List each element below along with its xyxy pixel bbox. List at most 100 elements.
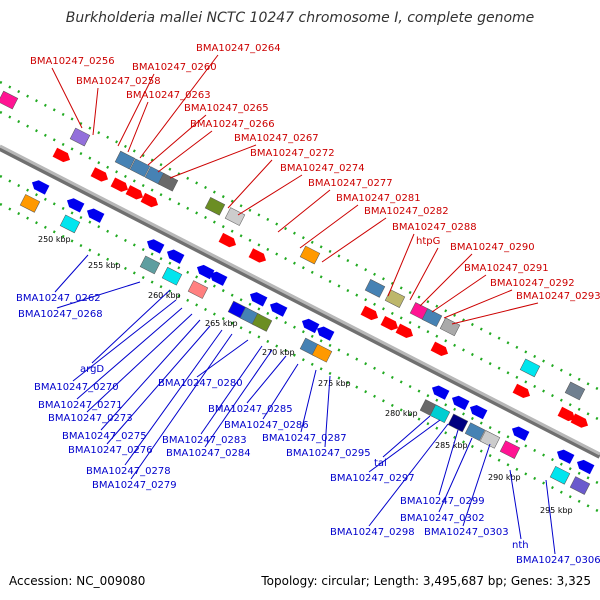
reverse-gene-label: BMA10247_0303 xyxy=(424,527,509,538)
forward-gene-label: htpG xyxy=(416,236,440,247)
reverse-label-leader xyxy=(76,307,183,400)
reverse-gene-label: BMA10247_0298 xyxy=(330,527,415,538)
gene-block xyxy=(251,313,273,332)
reverse-label-leader xyxy=(324,375,331,448)
reverse-label-leader xyxy=(509,469,522,540)
reverse-label-leader xyxy=(545,479,556,555)
reverse-gene-label: BMA10247_0280 xyxy=(158,378,243,389)
reverse-label-leader xyxy=(438,437,473,513)
forward-label-leader xyxy=(92,87,99,136)
reverse-label-leader xyxy=(196,339,249,378)
gene-block xyxy=(364,279,386,298)
reverse-label-leader xyxy=(300,369,317,433)
forward-label-leader xyxy=(451,302,539,325)
gene-block xyxy=(114,150,136,170)
accession-label: Accession: NC_009080 xyxy=(9,574,146,588)
forward-gene-label: BMA10247_0264 xyxy=(196,43,281,54)
forward-label-leader xyxy=(157,130,213,173)
reverse-gene-label: BMA10247_0299 xyxy=(400,496,485,507)
reverse-gene-arrow xyxy=(431,385,450,400)
reverse-label-leader xyxy=(246,355,287,404)
gene-block xyxy=(139,255,161,275)
genome-summary: Topology: circular; Length: 3,495,687 bp… xyxy=(261,574,591,588)
gene-block xyxy=(19,194,41,213)
forward-gene-arrow xyxy=(90,167,109,182)
scale-tick-label: 250 kbp xyxy=(38,235,71,244)
reverse-gene-label: nth xyxy=(512,540,529,551)
reverse-gene-label: BMA10247_0278 xyxy=(86,466,171,477)
forward-label-leader xyxy=(117,73,155,147)
forward-label-leader xyxy=(419,253,473,307)
reverse-gene-arrow xyxy=(196,264,215,280)
reverse-gene-label: BMA10247_0284 xyxy=(166,448,251,459)
gene-block xyxy=(429,404,451,424)
reverse-gene-label: BMA10247_0286 xyxy=(224,420,309,431)
forward-gene-arrow xyxy=(430,341,449,356)
scale-tick-label: 290 kbp xyxy=(488,473,521,482)
forward-gene-arrow xyxy=(512,383,531,399)
map-title: Burkholderia mallei NCTC 10247 chromosom… xyxy=(65,10,535,26)
reverse-label-leader xyxy=(91,289,171,364)
reverse-gene-label: BMA10247_0271 xyxy=(38,400,123,411)
reverse-label-leader xyxy=(124,329,223,466)
reverse-gene-label: BMA10247_0306 xyxy=(516,555,600,566)
forward-label-leader xyxy=(277,189,331,233)
forward-gene-label: BMA10247_0263 xyxy=(126,90,211,101)
reverse-gene-label: argD xyxy=(80,364,104,375)
reverse-gene-label: BMA10247_0275 xyxy=(62,431,147,442)
dotted-guide-line xyxy=(0,80,600,392)
forward-gene-label: BMA10247_0274 xyxy=(280,163,365,174)
forward-gene-label: BMA10247_0267 xyxy=(234,133,319,144)
reverse-gene-arrow xyxy=(249,292,268,307)
forward-gene-arrow xyxy=(248,248,267,263)
reverse-label-leader xyxy=(130,333,233,480)
forward-label-leader xyxy=(387,233,415,297)
gene-block xyxy=(311,343,333,363)
gene-block xyxy=(421,308,443,327)
forward-gene-label: BMA10247_0288 xyxy=(392,222,477,233)
forward-gene-label: BMA10247_0292 xyxy=(490,278,575,289)
gene-block xyxy=(384,289,406,308)
forward-gene-arrow xyxy=(52,147,71,163)
reverse-gene-arrow xyxy=(451,395,470,411)
reverse-label-leader xyxy=(262,363,299,420)
reverse-gene-label: BMA10247_0283 xyxy=(162,435,247,446)
reverse-gene-arrow xyxy=(146,239,165,254)
gene-block xyxy=(187,280,209,299)
forward-gene-label: BMA10247_0277 xyxy=(308,178,393,189)
gene-block xyxy=(569,476,591,495)
forward-gene-arrow xyxy=(360,305,379,321)
reverse-gene-arrow xyxy=(86,208,105,223)
reverse-gene-arrow xyxy=(556,449,575,464)
reverse-label-leader xyxy=(56,281,141,309)
gene-block xyxy=(204,196,226,216)
forward-gene-label: BMA10247_0291 xyxy=(464,263,549,274)
forward-label-leader xyxy=(169,144,257,179)
reverse-gene-label: BMA10247_0273 xyxy=(48,413,133,424)
reverse-label-leader xyxy=(100,319,201,431)
forward-gene-label: BMA10247_0272 xyxy=(250,148,335,159)
gene-block xyxy=(157,172,179,192)
reverse-gene-arrow xyxy=(301,318,320,334)
reverse-gene-arrow xyxy=(511,426,530,441)
scale-tick-label: 295 kbp xyxy=(540,506,573,515)
reverse-label-leader xyxy=(382,415,431,458)
reverse-gene-arrow xyxy=(166,249,185,264)
forward-label-leader xyxy=(237,174,303,216)
reverse-gene-label: BMA10247_0297 xyxy=(330,473,415,484)
reverse-label-leader xyxy=(438,429,459,496)
scale-tick-label: 280 kbp xyxy=(385,409,418,418)
forward-label-leader xyxy=(127,101,149,153)
reverse-gene-label: BMA10247_0285 xyxy=(208,404,293,415)
forward-gene-label: BMA10247_0256 xyxy=(30,56,115,67)
gene-block xyxy=(519,358,541,378)
scale-tick-label: 275 kbp xyxy=(318,379,351,388)
forward-gene-arrow xyxy=(557,406,576,422)
forward-label-leader xyxy=(443,289,513,319)
reverse-label-leader xyxy=(72,299,177,382)
scale-tick-label: 270 kbp xyxy=(262,348,295,357)
forward-label-leader xyxy=(227,159,273,209)
reverse-gene-arrow xyxy=(316,326,335,341)
gene-block xyxy=(299,245,321,265)
